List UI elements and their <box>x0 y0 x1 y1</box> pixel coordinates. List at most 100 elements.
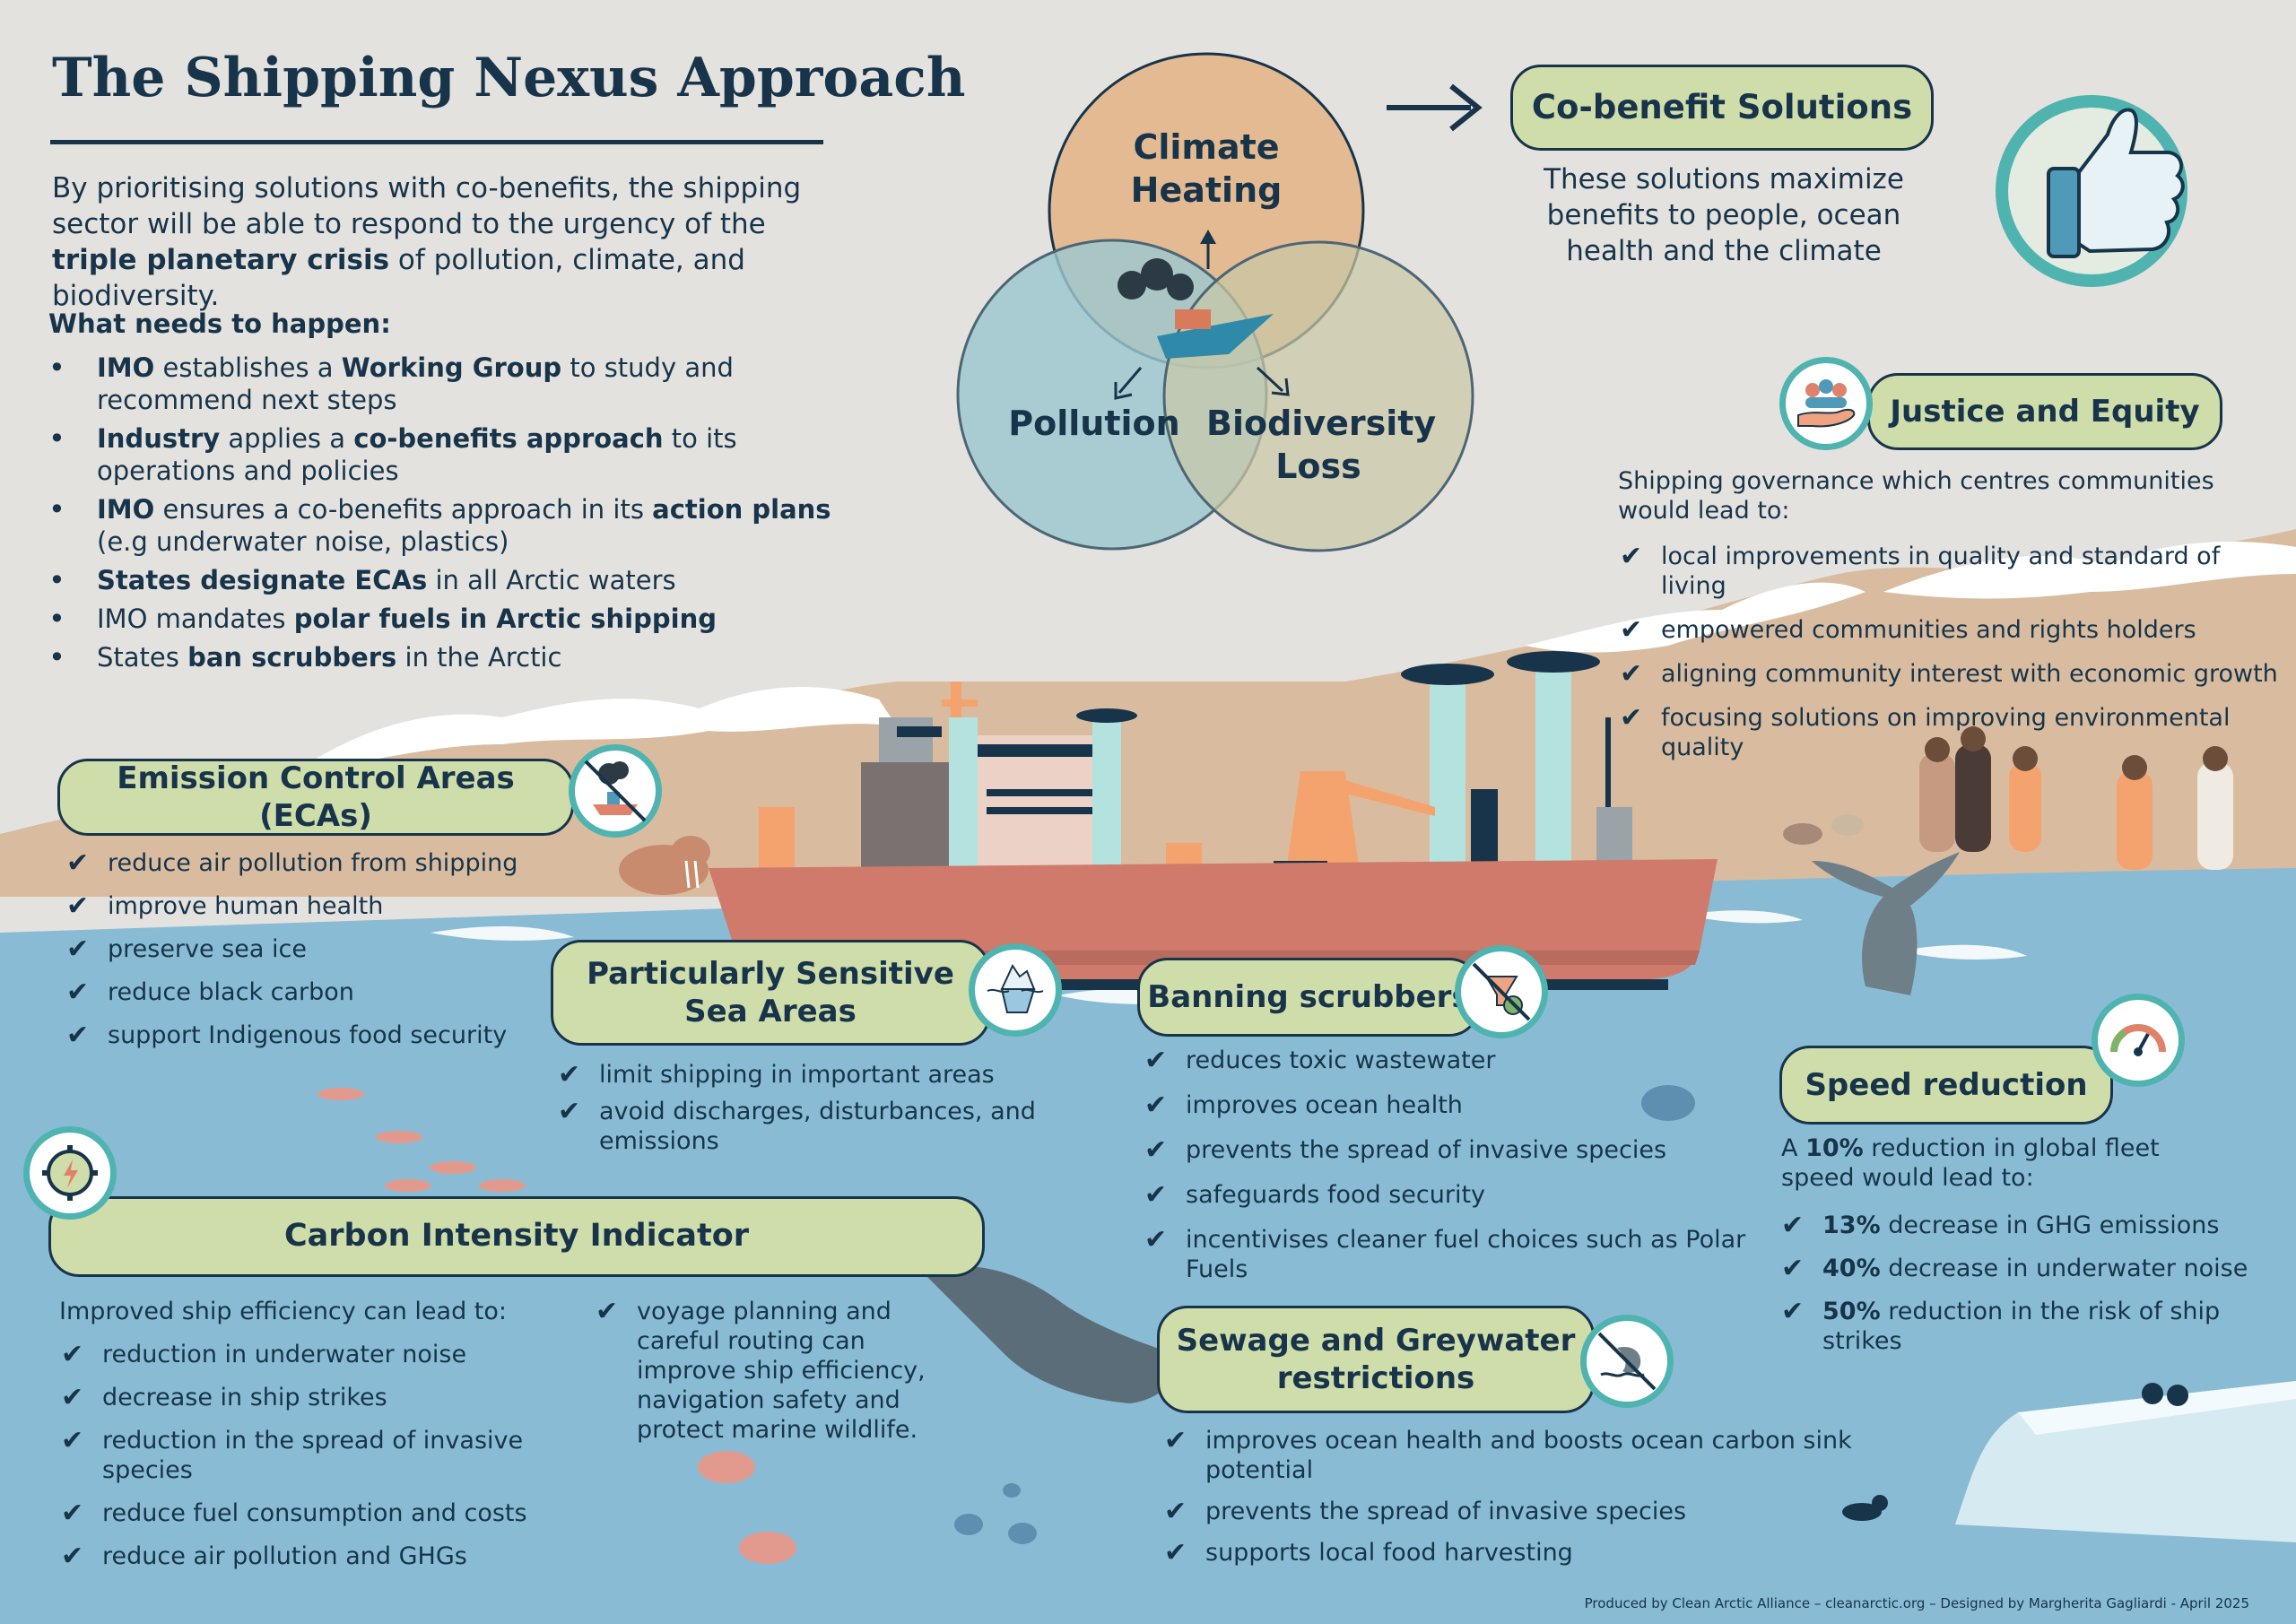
needs-list: IMO establishes a Working Group to study… <box>48 352 838 680</box>
eca-item: reduce air pollution from shipping <box>65 848 567 878</box>
walrus-illustration <box>619 836 710 895</box>
needs-item-text: in all Arctic waters <box>427 565 676 595</box>
speed-intro-bold: 10% <box>1805 1134 1864 1162</box>
eca-item: reduce black carbon <box>65 977 567 1007</box>
no-smoke-ship-icon <box>569 744 662 838</box>
needs-item-text: IMO <box>97 494 155 525</box>
needs-item: IMO mandates polar fuels in Arctic shipp… <box>48 603 838 635</box>
speed-item-text: decrease in GHG emissions <box>1880 1211 2220 1239</box>
needs-item-text: Industry <box>97 423 221 454</box>
needs-item-text: ban scrubbers <box>187 642 397 673</box>
justice-item: local improvements in quality and standa… <box>1618 542 2282 601</box>
needs-item-text: polar fuels in Arctic shipping <box>293 604 717 634</box>
needs-item: States designate ECAs in all Arctic wate… <box>48 564 838 596</box>
pssa-list: limit shipping in important areasavoid d… <box>556 1060 1058 1163</box>
speed-item: 50% reduction in the risk of ship strike… <box>1779 1297 2282 1356</box>
page-title: The Shipping Nexus Approach <box>52 47 966 109</box>
scrubbers-list: reduces toxic wastewater improves ocean h… <box>1143 1046 1770 1299</box>
needs-item-text: ensures a co-benefits approach in its <box>154 494 653 525</box>
intro-text-1: By prioritising solutions with co-benefi… <box>52 172 802 240</box>
needs-item: IMO establishes a Working Group to study… <box>48 352 838 416</box>
needs-item-text: to study and recommend next steps <box>97 352 734 415</box>
needs-item-text: establishes a <box>154 352 342 383</box>
arrow-right-icon <box>1387 83 1483 132</box>
speedometer-icon <box>2092 994 2185 1087</box>
needs-item-text: (e.g underwater noise, plastics) <box>97 526 509 557</box>
iceberg-icon <box>969 943 1062 1037</box>
needs-item-text: IMO mandates <box>97 604 294 634</box>
salmon-illustrations <box>317 1088 796 1564</box>
sewage-item: supports local food harvesting <box>1162 1538 1934 1568</box>
no-scrubber-icon <box>1455 945 1548 1038</box>
cii-item: reduce fuel consumption and costs <box>59 1498 615 1528</box>
needs-item-text: Working Group <box>341 352 562 383</box>
scrubbers-item: improves ocean health <box>1143 1090 1770 1120</box>
cii-item: reduction in the spread of invasive spec… <box>59 1426 615 1485</box>
scrubbers-item: incentivises cleaner fuel choices such a… <box>1143 1225 1770 1284</box>
needs-item: Industry applies a co-benefits approach … <box>48 422 838 487</box>
speed-item: 13% decrease in GHG emissions <box>1779 1211 2282 1240</box>
eca-list: reduce air pollution from shipping improv… <box>65 848 567 1064</box>
needs-item-text: action plans <box>652 494 831 525</box>
pssa-item: avoid discharges, disturbances, and emis… <box>556 1097 1058 1156</box>
cii-title: Carbon Intensity Indicator <box>48 1196 985 1277</box>
justice-item: focusing solutions on improving environm… <box>1618 703 2282 762</box>
title-divider <box>50 140 823 144</box>
speed-item-value: 13% <box>1822 1211 1881 1239</box>
speed-intro: A 10% reduction in global fleet speed wo… <box>1781 1133 2194 1193</box>
venn-label-biodiversity: Biodiversity Loss <box>1206 404 1437 486</box>
eca-item: preserve sea ice <box>65 934 567 964</box>
sewage-item: prevents the spread of invasive species <box>1162 1497 1934 1526</box>
justice-item: aligning community interest with economi… <box>1618 659 2282 689</box>
cobenefit-text: These solutions maximize benefits to peo… <box>1544 163 1904 267</box>
needs-heading: What needs to happen: <box>48 308 391 339</box>
venn-label-pollution: Pollution <box>1008 404 1180 443</box>
sewage-list: improves ocean health and boosts ocean c… <box>1162 1426 1934 1579</box>
eca-title: Emission Control Areas (ECAs) <box>57 759 574 836</box>
justice-list: local improvements in quality and standa… <box>1618 542 2282 777</box>
justice-title: Justice and Equity <box>1867 373 2222 450</box>
speed-intro-pre: A <box>1781 1134 1806 1162</box>
justice-item: empowered communities and rights holders <box>1618 615 2282 645</box>
intro-text-2: of pollution, climate, and biodiversity. <box>52 244 745 312</box>
pssa-title: Particularly Sensitive Sea Areas <box>551 940 990 1046</box>
venn-diagram <box>956 52 1474 552</box>
speed-item-text: decrease in underwater noise <box>1880 1255 2248 1282</box>
needs-item-text: co-benefits approach <box>353 423 664 454</box>
needs-item-text: States <box>97 642 188 673</box>
thumbs-up-icon <box>1996 95 2187 287</box>
cii-list: reduction in underwater noise decrease in… <box>59 1340 615 1585</box>
speed-item-value: 40% <box>1822 1255 1881 1282</box>
justice-intro: Shipping governance which centres commun… <box>1618 467 2214 525</box>
cii-side-list: voyage planning and careful routing can … <box>594 1297 970 1445</box>
no-sewage-icon <box>1580 1315 1674 1408</box>
needs-item: IMO ensures a co-benefits approach in it… <box>48 493 838 558</box>
snow-caps <box>296 687 897 771</box>
intro-paragraph: By prioritising solutions with co-benefi… <box>52 170 859 314</box>
gear-lightning-icon <box>23 1126 117 1220</box>
speed-title: Speed reduction <box>1779 1046 2113 1125</box>
scrubbers-item: safeguards food security <box>1143 1180 1770 1210</box>
community-hand-icon <box>1779 357 1873 450</box>
speed-item: 40% decrease in underwater noise <box>1779 1254 2282 1283</box>
sewage-title: Sewage and Greywater restrictions <box>1157 1306 1595 1413</box>
sewage-item: improves ocean health and boosts ocean c… <box>1162 1426 1934 1485</box>
cii-intro: Improved ship efficiency can lead to: <box>59 1298 507 1325</box>
speed-intro-post: reduction in global fleet speed would le… <box>1781 1134 2160 1192</box>
venn-circle-biodiversity <box>1162 240 1474 552</box>
scrubbers-item: reduces toxic wastewater <box>1143 1046 1770 1075</box>
ice-floe-illustration <box>1955 1381 2296 1542</box>
eca-item: improve human health <box>65 891 567 921</box>
needs-item-text: States designate ECAs <box>97 565 428 595</box>
venn-label-climate: Climate Heating <box>1130 127 1283 210</box>
intro-text-bold: triple planetary crisis <box>52 244 390 276</box>
needs-item-text: applies a <box>220 423 354 454</box>
needs-item-text: IMO <box>97 352 155 383</box>
scrubbers-title: Banning scrubbers <box>1137 958 1480 1037</box>
cii-item: reduction in underwater noise <box>59 1340 615 1369</box>
cii-item: decrease in ship strikes <box>59 1383 615 1412</box>
cobenefit-title: Co-benefit Solutions <box>1510 65 1934 151</box>
whale-tail-illustration <box>1812 852 1960 995</box>
needs-item-text: in the Arctic <box>396 642 562 673</box>
speed-list: 13% decrease in GHG emissions 40% decreas… <box>1779 1211 2282 1369</box>
